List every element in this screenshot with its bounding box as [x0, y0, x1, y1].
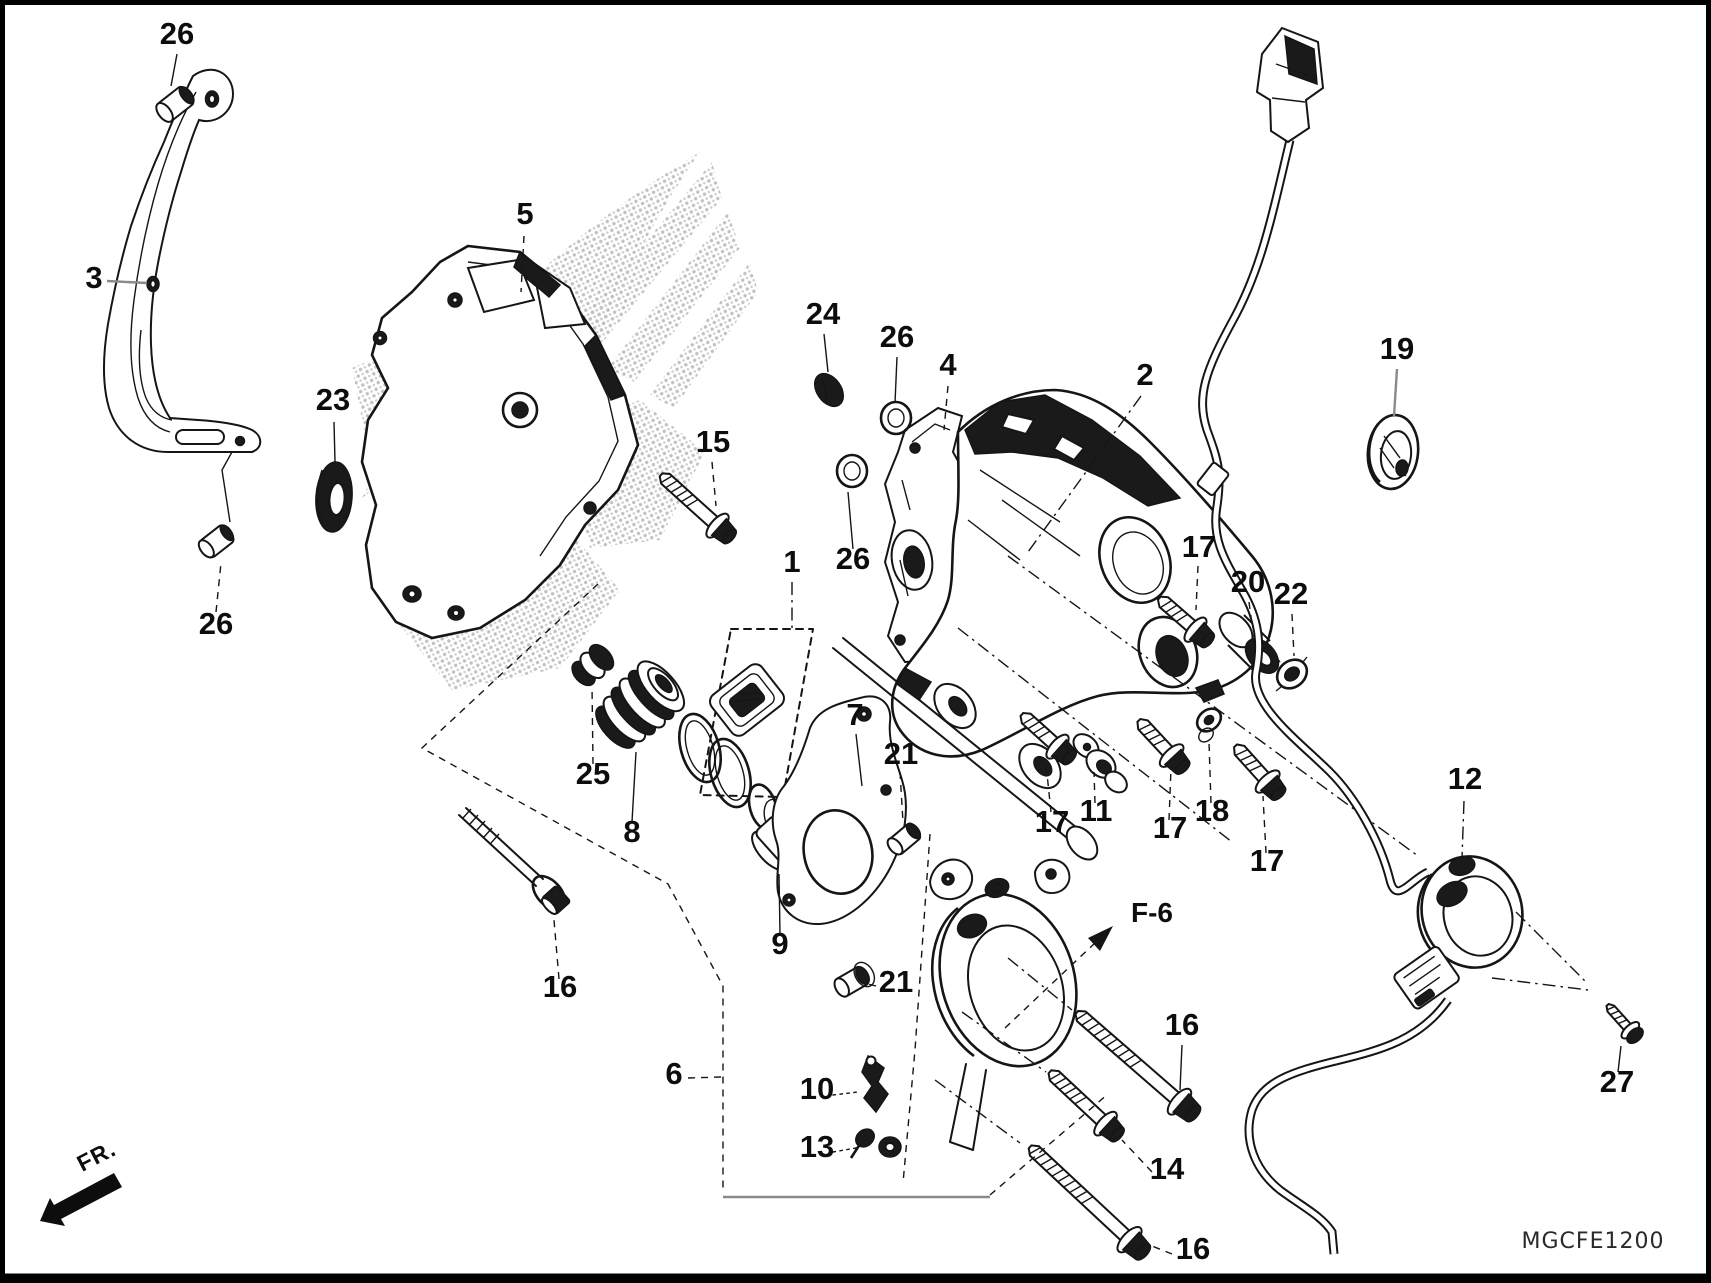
callout-4: 4 [939, 347, 957, 382]
bolt-14 [1038, 1059, 1132, 1150]
callout-23: 23 [316, 382, 350, 417]
callout-17-c: 17 [1153, 810, 1187, 845]
callout-22: 22 [1274, 576, 1308, 611]
diagram-code-label: MGCFE1200 [1522, 1229, 1665, 1254]
fr-marker-label: FR. [73, 1135, 120, 1176]
callout-f6-ref: F-6 [1131, 897, 1173, 928]
axis-line-lower [957, 627, 1233, 843]
f6-arrowhead [1088, 926, 1113, 951]
group-outlines [420, 583, 1109, 1199]
callout-20: 20 [1231, 564, 1265, 599]
harness-clip [1196, 462, 1230, 496]
screw-washer-13 [849, 1128, 902, 1159]
collar-26-top [155, 85, 195, 123]
flange-bolt-17-d [1223, 734, 1294, 808]
screw-pan-10 [861, 1054, 889, 1114]
callout-17-b: 17 [1035, 804, 1069, 839]
cover-part5 [360, 244, 640, 640]
callout-5: 5 [516, 196, 533, 231]
dowel-pin-21-lower [833, 961, 876, 998]
callout-26-upper-mid: 26 [880, 319, 914, 354]
subassembly-cover-f6 [928, 858, 1078, 1151]
callout-14: 14 [1150, 1151, 1185, 1186]
callout-13: 13 [800, 1129, 834, 1164]
fr-direction-arrow [40, 1173, 122, 1226]
callout-24: 24 [806, 296, 841, 331]
axis-line-sensor [1007, 555, 1419, 857]
throttle-body-assembly [832, 388, 1275, 861]
sensor-screw-axis-a [1515, 911, 1589, 985]
callout-12: 12 [1448, 761, 1482, 796]
sensor-screw-27 [1598, 996, 1649, 1049]
throttle-sensor-12 [1393, 855, 1524, 1010]
collar-26-lowerleft [197, 524, 235, 559]
stud-nut-16-left [458, 807, 571, 915]
sensor-screw-axis-b [1491, 977, 1589, 991]
gasket-part7 [771, 695, 907, 926]
leader-lines [106, 53, 1622, 1255]
callout-26-mid: 26 [836, 541, 870, 576]
stay-bracket-part [103, 68, 262, 523]
callout-15: 15 [696, 424, 730, 459]
callout-6: 6 [665, 1056, 682, 1091]
washer-nut-18 [1195, 707, 1223, 743]
callout-10: 10 [800, 1071, 834, 1106]
callout-1: 1 [783, 544, 800, 579]
callout-18: 18 [1195, 793, 1229, 828]
callout-2: 2 [1136, 357, 1153, 392]
flange-nut-22 [1275, 656, 1309, 692]
callout-26-top-left: 26 [160, 16, 194, 51]
callout-3: 3 [85, 260, 102, 295]
sensor-harness [1196, 138, 1452, 1255]
dowel-ring-26-lower [835, 453, 869, 489]
callout-8: 8 [623, 814, 640, 849]
callout-16-lower-right: 16 [1176, 1231, 1210, 1266]
callout-17-a: 17 [1182, 529, 1216, 564]
callout-9: 9 [771, 926, 788, 961]
callout-21-upper: 21 [884, 736, 918, 771]
callout-7: 7 [846, 697, 863, 732]
f6-arrow-line [1004, 941, 1097, 1029]
callout-26-lower-left: 26 [199, 606, 233, 641]
washer-23 [315, 461, 353, 533]
callout-11: 11 [1080, 793, 1113, 828]
callout-16-upper-right: 16 [1165, 1007, 1199, 1042]
flange-bolt-17-c [1126, 709, 1198, 782]
callout-21-lower: 21 [879, 964, 913, 999]
callout-19: 19 [1380, 331, 1414, 366]
long-bolt-16-lower [1018, 1134, 1159, 1269]
cap-nut-19 [1366, 413, 1420, 491]
seal-plug-24 [813, 372, 845, 408]
callout-16-left: 16 [543, 969, 577, 1004]
dowel-ring-26-upper [879, 400, 913, 436]
dowel-pin-21-upper [886, 822, 922, 856]
holder-11 [1072, 733, 1128, 794]
harness-connector [1255, 26, 1325, 144]
callout-27: 27 [1600, 1064, 1634, 1099]
callout-17-d: 17 [1250, 843, 1284, 878]
callout-25: 25 [576, 756, 610, 791]
